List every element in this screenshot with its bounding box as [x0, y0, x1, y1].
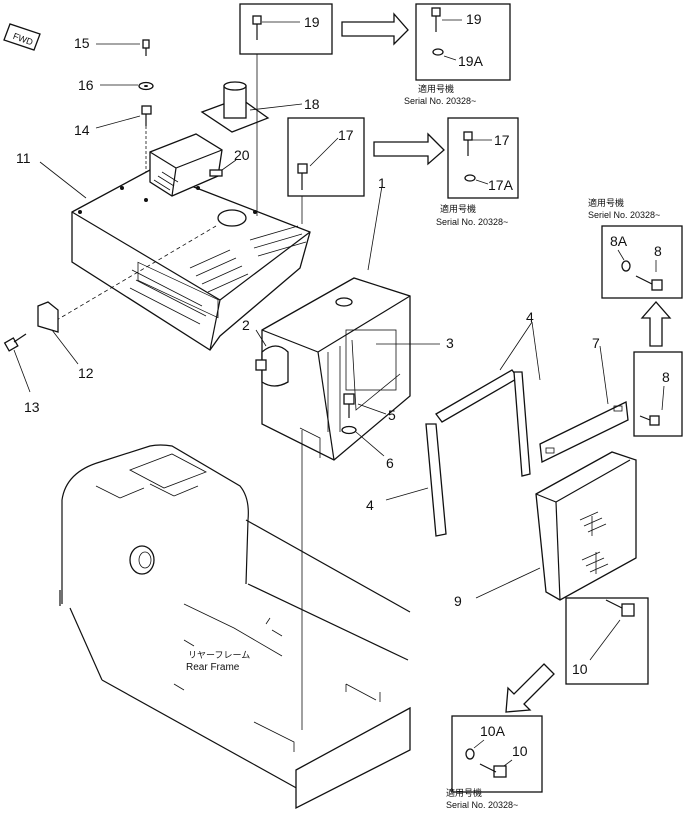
inset-10-jp: 適用号機: [446, 787, 482, 798]
inset-17: 17 17A 適用号機 Serial No. 20328~: [436, 117, 519, 227]
side-cover-2: [255, 345, 289, 387]
inset-10-serial: Serial No. 20328~: [446, 800, 518, 810]
detail-box-17: 17: [287, 117, 365, 197]
callout-11: 11: [16, 150, 31, 166]
washer-6: [341, 425, 357, 435]
hood-11: [71, 169, 311, 351]
washer-16: [138, 81, 154, 91]
inset-8-jp: 適用号機: [588, 197, 624, 208]
callout-17: 17: [338, 127, 354, 143]
inset-17-serial: Serial No. 20328~: [436, 217, 508, 227]
callout-12: 12: [78, 365, 94, 381]
callout-15: 15: [74, 35, 90, 51]
hood-louvers: [137, 261, 219, 319]
bolt-13: [3, 333, 27, 352]
rear-frame-jp: リヤーフレーム: [188, 650, 250, 660]
inset-10: 10A 10 適用号機 Serial No. 20328~: [446, 715, 543, 810]
cover-20: [149, 133, 223, 197]
detail-box-8: 8: [633, 351, 683, 437]
inset-17-part-a: 17: [494, 132, 510, 148]
panel-9: [535, 451, 637, 601]
housing-1: [261, 277, 411, 461]
callout-2: 2: [242, 317, 250, 333]
detail-box-10: 10: [565, 597, 649, 685]
callout-8: 8: [662, 369, 670, 385]
inset-19-jp: 適用号機: [418, 83, 454, 94]
plate-7: [539, 401, 629, 463]
callout-18: 18: [304, 96, 320, 112]
bolt-15: [142, 39, 150, 56]
callout-9: 9: [454, 593, 462, 609]
callout-10: 10: [572, 661, 588, 677]
inset-8-serial: Seriel No. 20328~: [588, 210, 660, 220]
inset-10-part-a: 10A: [480, 723, 506, 739]
arrow-right-icon-2: [373, 132, 445, 166]
callout-16: 16: [78, 77, 94, 93]
inset-17-part-b: 17A: [488, 177, 514, 193]
exhaust-flange-18: [200, 81, 270, 133]
callout-19: 19: [304, 14, 320, 30]
inset-17-jp: 適用号機: [440, 203, 476, 214]
callout-6: 6: [386, 455, 394, 471]
arrow-up-icon: [640, 301, 672, 347]
callout-5: 5: [388, 407, 396, 423]
callout-1: 1: [378, 175, 386, 191]
rear-frame-label: Rear Frame: [186, 662, 240, 673]
inset-19-part-b: 19A: [458, 53, 484, 69]
inset-8-part-a: 8A: [610, 233, 628, 249]
callout-3: 3: [446, 335, 454, 351]
inset-8: 8A 8 適用号機 Seriel No. 20328~: [588, 197, 683, 299]
inset-8-part-b: 8: [654, 243, 662, 259]
fwd-arrow-icon: FWD: [3, 23, 41, 51]
bracket-12: [37, 301, 59, 333]
callout-14: 14: [74, 122, 90, 138]
bolt-5: [343, 393, 355, 418]
inset-19-part-a: 19: [466, 11, 482, 27]
callout-4b: 4: [366, 497, 374, 513]
callout-7: 7: [592, 335, 600, 351]
arrow-right-icon: [341, 12, 409, 46]
inset-19: 19 19A 適用号機 Serial No. 20328~: [404, 3, 511, 106]
callout-4a: 4: [526, 309, 534, 325]
seal-strip-4b: [425, 423, 447, 537]
seal-strip-4a: [435, 369, 531, 477]
callout-20: 20: [234, 147, 250, 163]
arrow-down-left-icon: [505, 663, 555, 713]
detail-box-19: 19: [239, 3, 333, 55]
inset-19-serial: Serial No. 20328~: [404, 96, 476, 106]
rear-frame: [59, 444, 411, 810]
inset-10-part-b: 10: [512, 743, 528, 759]
bolt-14: [141, 105, 152, 126]
callout-13: 13: [24, 399, 40, 415]
